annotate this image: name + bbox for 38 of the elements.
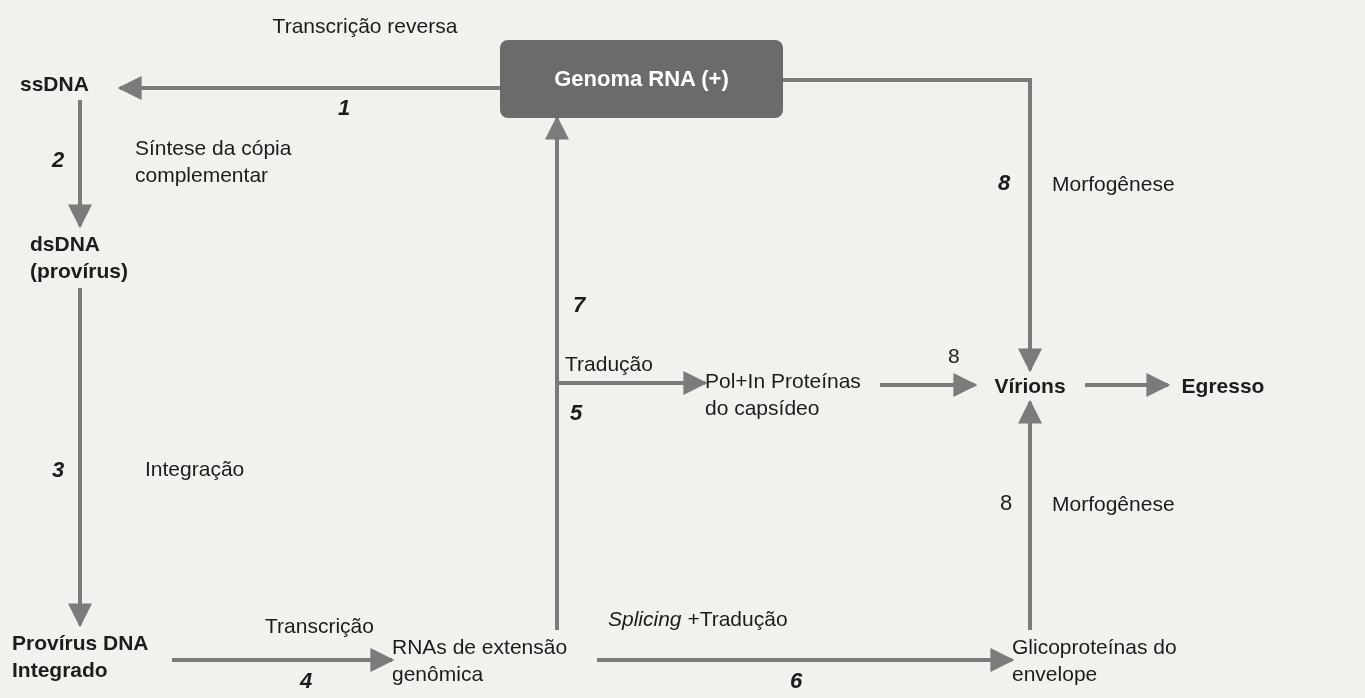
arrow <box>597 648 1015 672</box>
step-number: 2 <box>52 147 65 173</box>
step-number: 6 <box>790 668 803 694</box>
step-number: 8 <box>998 170 1011 196</box>
node-label: Egresso <box>1181 373 1265 400</box>
arrow <box>555 371 708 630</box>
edge-label: Síntese da cópia complementar <box>135 135 293 189</box>
arrow <box>783 78 1042 373</box>
arrow <box>1018 399 1042 630</box>
node-label: Glicoproteínas do envelope <box>1012 633 1178 687</box>
edge-label: Splicing +Tradução <box>608 606 789 632</box>
node-label: Provírus DNA Integrado <box>12 629 149 683</box>
node-label: Pol+In Proteínas do capsídeo <box>705 367 862 421</box>
node-label: dsDNA (provírus) <box>30 230 129 284</box>
arrow <box>117 76 500 100</box>
node-label: Vírions <box>994 373 1066 400</box>
node-label: Genoma RNA (+) <box>554 64 729 93</box>
edge-label: Morfogênese <box>1052 491 1176 517</box>
edge-label: Integração <box>145 456 246 482</box>
arrow <box>68 100 92 229</box>
node-label: RNAs de extensão genômica <box>392 633 569 687</box>
step-number: 3 <box>52 457 65 483</box>
step-number: 8 <box>1000 490 1013 516</box>
arrow <box>68 288 92 628</box>
edge-label: 8 <box>948 343 961 369</box>
edge-label: Transcrição reversa <box>271 13 459 39</box>
arrow <box>880 373 978 397</box>
step-number: 4 <box>300 668 313 694</box>
node-label: ssDNA <box>20 71 89 98</box>
step-number: 7 <box>573 292 586 318</box>
step-number: 1 <box>338 95 351 121</box>
edge-label: Morfogênese <box>1052 171 1176 197</box>
edge-label: Transcrição <box>265 613 375 639</box>
arrow <box>1085 373 1171 397</box>
edge-label: Tradução <box>565 351 654 377</box>
arrow <box>172 648 395 672</box>
process-box <box>500 40 783 118</box>
step-number: 5 <box>570 400 583 426</box>
